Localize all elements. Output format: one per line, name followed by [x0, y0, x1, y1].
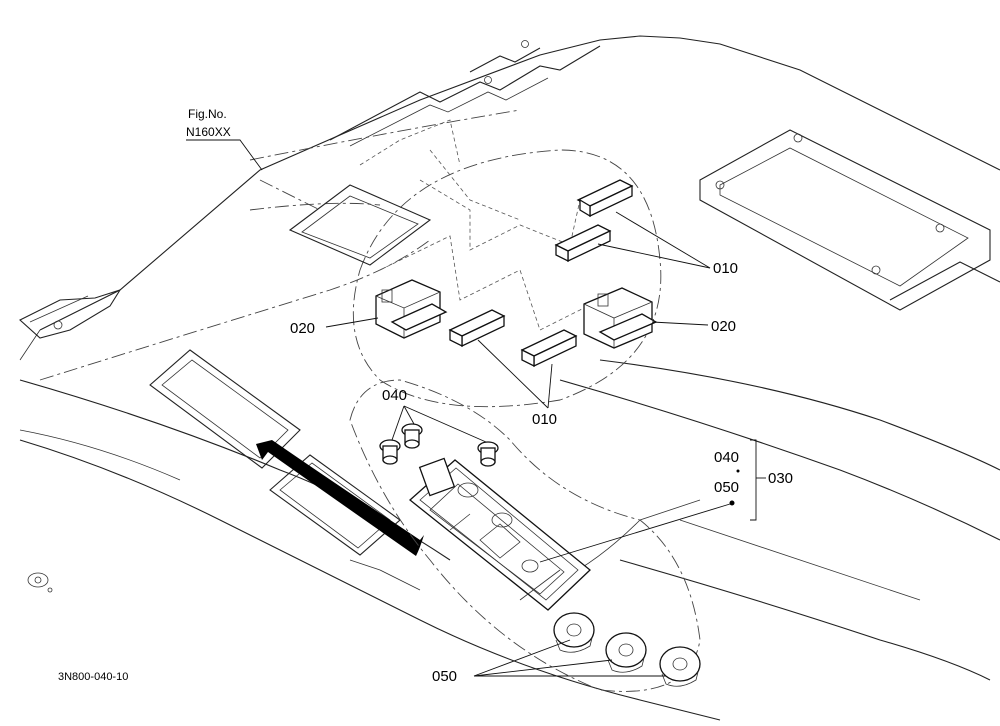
part-050-lens-2 [605, 632, 647, 673]
part-020-bracket-left [375, 279, 448, 339]
assembly-050: 050 [714, 479, 739, 496]
callout-010-upper: 010 [713, 260, 738, 277]
callout-020-right: 020 [711, 318, 736, 335]
callout-020-left: 020 [290, 320, 315, 337]
part-020-bracket-right [583, 287, 658, 349]
fig-no-label: Fig.No. [188, 107, 227, 121]
room-lamp-assembly [408, 457, 591, 611]
callout-040-top: 040 [382, 387, 407, 404]
part-010-clip-4 [520, 329, 578, 368]
part-010-clip-1 [576, 179, 634, 218]
drawing-code: 3N800-040-10 [58, 671, 128, 683]
slide-direction-arrow [256, 440, 424, 556]
assembly-030: 030 [768, 470, 793, 487]
lamp-housing-outline [288, 119, 701, 692]
labels: Fig.No. N160XX 010 020 020 010 040 050 0… [58, 107, 793, 685]
part-050-lens-1 [553, 612, 595, 653]
part-040-bulb-1 [379, 439, 401, 465]
fig-no-value: N160XX [186, 125, 231, 139]
part-010-clip-3 [448, 309, 506, 348]
part-040-bulb-2 [401, 423, 423, 449]
leader-lines [186, 139, 766, 677]
part-040-bulb-3 [477, 441, 499, 467]
part-050-lens-3 [659, 646, 701, 687]
callout-010-lower: 010 [532, 411, 557, 428]
assembly-040: 040 [714, 449, 739, 466]
callout-050-bottom: 050 [432, 668, 457, 685]
panel-outline [19, 35, 1000, 721]
part-010-clip-2 [554, 224, 612, 263]
